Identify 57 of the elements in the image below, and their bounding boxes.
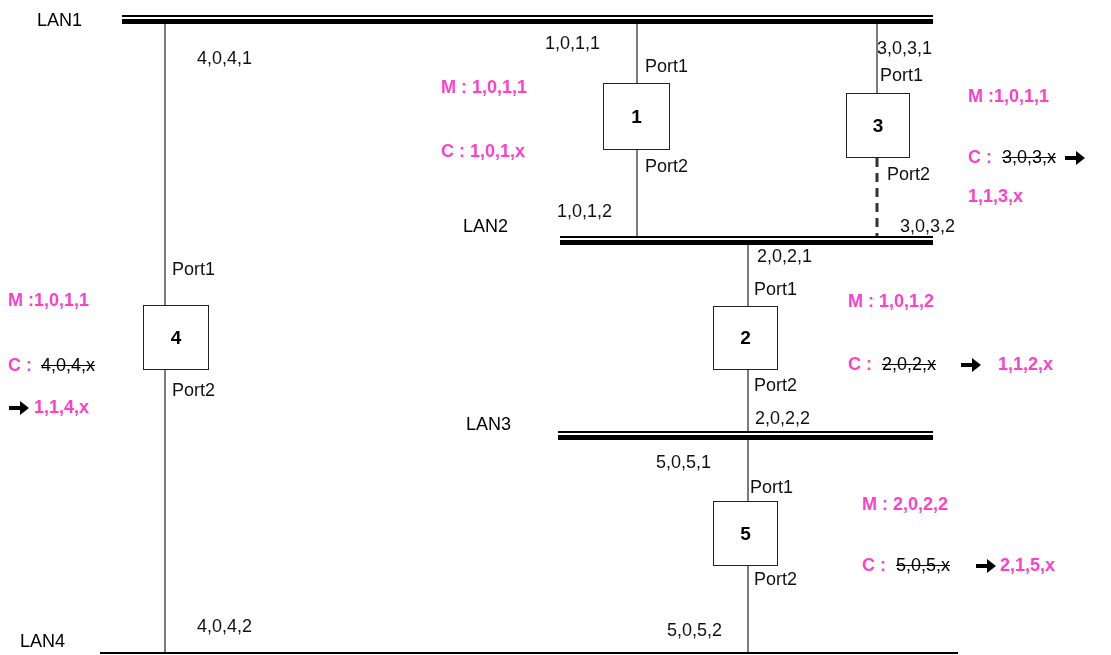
new-cost-value: 2,1,5,x xyxy=(1000,555,1056,576)
port-label: Port1 xyxy=(750,477,794,498)
new-cost-value: 1,1,3,x xyxy=(968,186,1024,207)
port-address-label: 2,0,2,2 xyxy=(755,408,811,429)
port-address-label: 2,0,2,1 xyxy=(757,246,813,267)
new-cost-value: 1,1,2,x xyxy=(998,354,1054,375)
port-address-label: 3,0,3,1 xyxy=(877,38,933,59)
port-address-label: 4,0,4,1 xyxy=(197,48,253,69)
port-address-label: 5,0,5,1 xyxy=(656,452,712,473)
port-label: Port2 xyxy=(887,164,931,185)
port-address-label: 3,0,3,2 xyxy=(900,216,956,237)
connector-line xyxy=(747,369,749,432)
cost-annotation: C : xyxy=(8,355,32,376)
network-label: LAN4 xyxy=(20,631,66,652)
connector-line xyxy=(876,23,878,94)
new-cost-value: 1,1,4,x xyxy=(34,397,90,418)
bridge-box: 2 xyxy=(713,306,778,370)
mac-annotation: M : 1,0,1,1 xyxy=(441,77,528,98)
port-label: Port1 xyxy=(754,279,798,300)
port-label: Port1 xyxy=(172,259,216,280)
bridge-box: 4 xyxy=(143,305,209,370)
port-address-label: 1,0,1,1 xyxy=(545,33,601,54)
connector-line xyxy=(747,439,749,502)
cost-annotation: C : xyxy=(862,555,886,576)
mac-annotation: M :1,0,1,1 xyxy=(8,290,90,311)
port-address-label: 4,0,4,2 xyxy=(197,616,253,637)
network-label: LAN3 xyxy=(466,414,512,435)
old-cost-value: 4,0,4,x xyxy=(41,355,96,376)
cost-annotation: C : 1,0,1,x xyxy=(441,141,526,162)
connector-line xyxy=(164,23,166,306)
cost-annotation: C : xyxy=(848,354,872,375)
port-label: Port2 xyxy=(754,375,798,396)
mac-annotation: M : 1,0,1,2 xyxy=(848,291,935,312)
old-cost-value: 5,0,5,x xyxy=(896,555,951,576)
port-label: Port1 xyxy=(880,65,924,86)
port-label: Port2 xyxy=(172,380,216,401)
port-label: Port2 xyxy=(645,156,689,177)
connector-line xyxy=(747,565,749,653)
mac-annotation: M :1,0,1,1 xyxy=(968,86,1050,107)
port-address-label: 5,0,5,2 xyxy=(667,620,723,641)
bridge-box: 1 xyxy=(603,83,670,150)
mac-annotation: M : 2,0,2,2 xyxy=(862,494,949,515)
bridge-box: 3 xyxy=(846,93,910,158)
network-label: LAN1 xyxy=(37,10,83,31)
connector-line xyxy=(636,149,638,237)
connector-line xyxy=(875,158,879,236)
port-label: Port1 xyxy=(645,56,689,77)
connector-line xyxy=(747,244,749,307)
connector-line xyxy=(636,23,638,84)
old-cost-value: 3,0,3,x xyxy=(1002,147,1057,168)
port-address-label: 1,0,1,2 xyxy=(557,201,613,222)
port-label: Port2 xyxy=(754,569,798,590)
network-label: LAN2 xyxy=(463,216,509,237)
cost-annotation: C : xyxy=(968,147,992,168)
connector-line xyxy=(164,369,166,653)
old-cost-value: 2,0,2,x xyxy=(882,354,937,375)
bridge-box: 5 xyxy=(713,501,778,566)
